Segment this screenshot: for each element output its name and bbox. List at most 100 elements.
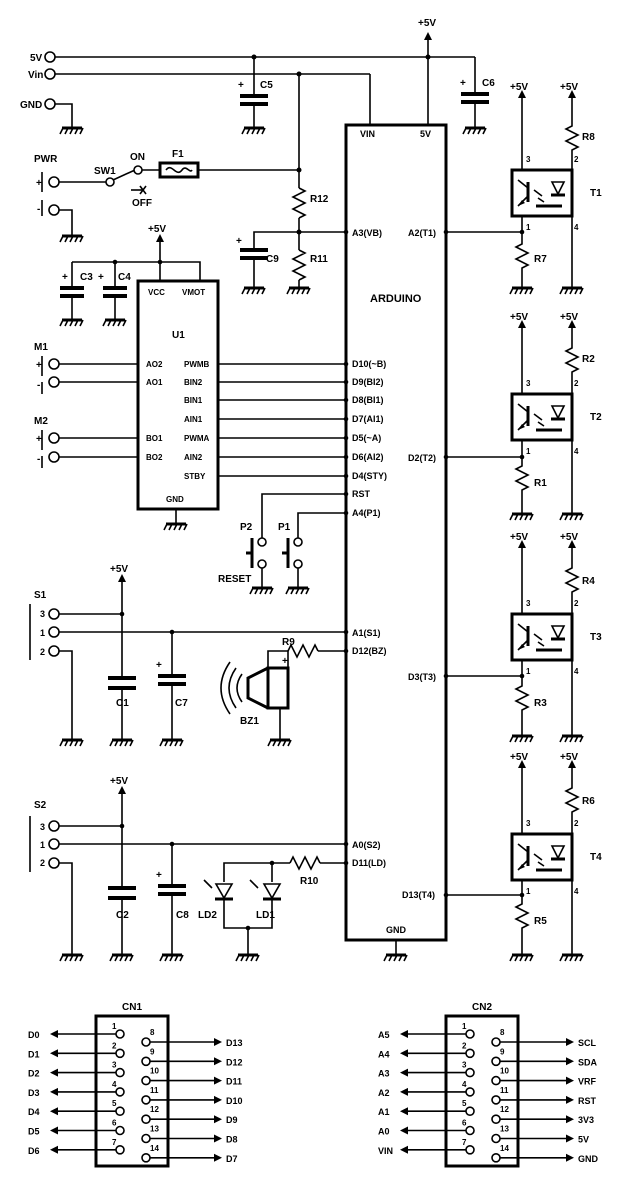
svg-text:PWR: PWR xyxy=(34,154,58,165)
switch-sw1: SW1 ON OFF xyxy=(94,152,152,209)
arrow-left-icon xyxy=(400,1145,408,1154)
svg-text:3: 3 xyxy=(526,155,531,164)
svg-text:R12: R12 xyxy=(310,194,329,205)
cn1-pin-num: 4 xyxy=(112,1080,117,1089)
cn1-label: CN1 xyxy=(122,1002,142,1013)
svg-text:PWMB: PWMB xyxy=(184,360,210,369)
cn1-pin-num: 1 xyxy=(112,1022,117,1031)
cn1-pin-14 xyxy=(141,1153,151,1163)
svg-text:+5V: +5V xyxy=(560,532,578,543)
cn2-pin-3 xyxy=(465,1067,475,1078)
cn2-pin-2 xyxy=(465,1048,475,1059)
svg-text:+: + xyxy=(36,178,42,189)
svg-text:2: 2 xyxy=(40,647,45,657)
svg-text:+5V: +5V xyxy=(510,752,528,763)
svg-text:+5V: +5V xyxy=(560,82,578,93)
svg-text:R7: R7 xyxy=(534,254,547,265)
svg-text:1: 1 xyxy=(40,628,45,638)
capacitor-c5: + C5 xyxy=(238,54,273,136)
svg-text:A0(S2): A0(S2) xyxy=(352,840,381,850)
svg-text:3: 3 xyxy=(40,822,45,832)
cn2-pin-num: 11 xyxy=(500,1086,509,1095)
svg-text:LD2: LD2 xyxy=(198,910,217,921)
cn1-pin-num: 7 xyxy=(112,1138,117,1147)
svg-text:SW1: SW1 xyxy=(94,166,116,177)
vcc-label: +5V xyxy=(418,18,436,29)
gnd-terminal: GND xyxy=(20,98,85,136)
svg-text:4: 4 xyxy=(574,447,579,456)
cn2-signal: 5V xyxy=(578,1135,589,1145)
svg-text:2: 2 xyxy=(574,819,579,828)
svg-text:OFF: OFF xyxy=(132,198,152,209)
svg-text:ON: ON xyxy=(130,152,145,163)
svg-text:C8: C8 xyxy=(176,910,189,921)
cn2-pin-num: 9 xyxy=(500,1047,505,1056)
svg-text:M2: M2 xyxy=(34,416,48,427)
arrow-left-icon xyxy=(400,1030,408,1038)
arrow-right-icon xyxy=(214,1134,222,1143)
cn1-pin-num: 2 xyxy=(112,1041,117,1050)
svg-text:R8: R8 xyxy=(582,132,595,143)
svg-text:T4: T4 xyxy=(590,852,602,863)
cn1-pin-num: 3 xyxy=(112,1061,117,1070)
arrow-right-icon xyxy=(214,1095,222,1104)
resistor-r11: R11 xyxy=(285,249,328,296)
cn1-pin-6 xyxy=(115,1125,125,1136)
rail-5v: 5V xyxy=(30,51,475,64)
cn2-pin-num: 4 xyxy=(462,1080,467,1089)
svg-text:RESET: RESET xyxy=(218,574,251,585)
svg-text:+: + xyxy=(156,870,162,881)
cn1-pin-8 xyxy=(141,1037,151,1047)
cn1-signal: D12 xyxy=(226,1057,243,1067)
resistor-r12: R12 xyxy=(291,74,329,250)
cn2-pin-num: 12 xyxy=(500,1105,509,1114)
svg-text:R5: R5 xyxy=(534,916,547,927)
svg-text:A1(S1): A1(S1) xyxy=(352,628,381,638)
cn1-signal: D5 xyxy=(28,1127,40,1137)
cn2-signal: A0 xyxy=(378,1127,390,1137)
buzzer-bz1: R9 + BZ1 xyxy=(220,637,346,748)
svg-text:1: 1 xyxy=(526,223,531,232)
svg-text:D5(~A): D5(~A) xyxy=(352,433,381,443)
button-p2-reset: P2 RESET xyxy=(218,493,346,596)
svg-text:BO1: BO1 xyxy=(146,434,163,443)
svg-text:1: 1 xyxy=(40,840,45,850)
svg-text:2: 2 xyxy=(574,599,579,608)
cn2-pin-num: 5 xyxy=(462,1099,467,1108)
cn2-pin-4 xyxy=(465,1087,475,1097)
cn1-signal: D6 xyxy=(28,1146,40,1156)
svg-text:D6(AI2): D6(AI2) xyxy=(352,452,384,462)
svg-text:+: + xyxy=(282,656,288,667)
arrow-left-icon xyxy=(50,1087,58,1096)
svg-text:AO1: AO1 xyxy=(146,378,163,387)
svg-text:1: 1 xyxy=(526,887,531,896)
cn1-signal: D3 xyxy=(28,1088,40,1098)
svg-text:+5V: +5V xyxy=(110,564,128,575)
svg-text:AIN2: AIN2 xyxy=(184,453,203,462)
opto-t1: +5V +5V R8 3 2 1 4 T1 R7 xyxy=(446,82,602,296)
leds-ld1-ld2: R10 LD2 LD1 xyxy=(198,855,346,963)
cn2-pin-num: 3 xyxy=(462,1061,467,1070)
cn2-signal: VIN xyxy=(378,1146,393,1156)
cn2-pin-num: 6 xyxy=(462,1119,467,1128)
svg-text:-: - xyxy=(37,454,40,465)
svg-text:R6: R6 xyxy=(582,796,595,807)
arrow-left-icon xyxy=(50,1107,58,1116)
svg-text:R11: R11 xyxy=(310,254,328,265)
cn1-signal: D2 xyxy=(28,1069,40,1079)
cn1-pin-11 xyxy=(141,1095,151,1105)
cn2-signal: GND xyxy=(578,1154,599,1164)
vcc-arrow-top: +5V xyxy=(418,18,436,125)
cn2-signal: SDA xyxy=(578,1057,598,1067)
svg-text:+: + xyxy=(62,272,68,283)
svg-text:3: 3 xyxy=(526,819,531,828)
cn1-signal: D11 xyxy=(226,1077,242,1087)
cn2-signal: A1 xyxy=(378,1107,390,1117)
capacitor-c8: + C8 xyxy=(156,844,189,963)
capacitor-c2: C2 xyxy=(108,886,136,963)
arrow-left-icon xyxy=(400,1087,408,1096)
svg-text:T2: T2 xyxy=(590,412,602,423)
cn2-pin-12 xyxy=(491,1114,501,1124)
svg-text:+: + xyxy=(236,236,242,247)
